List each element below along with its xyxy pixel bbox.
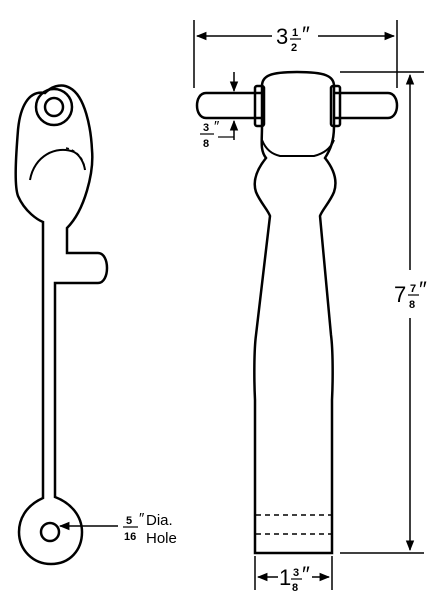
- dim-bottom-num: 3: [293, 567, 299, 579]
- hole-frac-den: 16: [124, 531, 136, 543]
- hole-label-dia: Dia.: [146, 512, 173, 529]
- dim-width-den: 2: [291, 42, 297, 54]
- dim-height: [340, 71, 424, 554]
- dim-width-top: [193, 20, 398, 88]
- dim-bottom-whole: 1: [279, 565, 291, 590]
- dim-height-whole: 7: [394, 282, 406, 307]
- dim-handle: [218, 72, 239, 140]
- dim-bottom-unit: ″: [302, 562, 310, 587]
- hole-callout: 5 16 ″ Dia. Hole: [58, 510, 177, 547]
- collar-left: [253, 84, 266, 128]
- dim-handle-num: 3: [203, 122, 209, 134]
- side-end-hole: [39, 521, 61, 543]
- dim-height-den: 8: [409, 299, 415, 311]
- cross-handle-right: [334, 91, 399, 120]
- side-cam-arc-dashed: [65, 147, 86, 171]
- dim-height-num: 7: [410, 283, 416, 295]
- dim-width-num: 1: [292, 27, 298, 39]
- side-profile-view: [14, 84, 109, 566]
- side-pivot-hole: [43, 96, 65, 118]
- hole-unit: ″: [139, 510, 145, 527]
- dim-handle-unit: ″: [214, 118, 220, 135]
- dim-height-unit: ″: [419, 277, 427, 302]
- collar-right: [329, 84, 342, 128]
- dim-width-unit: ″: [302, 22, 310, 47]
- dim-width-whole: 3: [276, 24, 288, 49]
- side-cam-arc: [29, 148, 86, 181]
- side-profile-outline: [14, 84, 109, 566]
- dim-handle-den: 8: [203, 138, 209, 150]
- dim-bottom-den: 8: [292, 582, 298, 594]
- cross-handle-left: [195, 91, 262, 120]
- neck-curve: [261, 139, 335, 157]
- hole-frac-num: 5: [126, 515, 132, 527]
- front-view: [195, 70, 399, 555]
- dim-bottom: [254, 556, 333, 590]
- shank-outline: [253, 70, 337, 555]
- hole-label-hole: Hole: [146, 530, 177, 547]
- side-pivot-ring: [34, 87, 74, 127]
